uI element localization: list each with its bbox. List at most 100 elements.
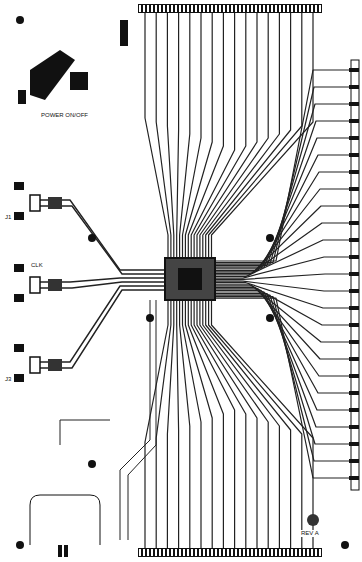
connector-pin: [227, 5, 229, 12]
copper-trace: [197, 12, 257, 258]
connector-pin: [195, 5, 197, 12]
sma-footprint: [30, 195, 40, 211]
connector-pin: [239, 549, 241, 556]
mounting-hole: [88, 234, 96, 242]
sma-pad: [14, 344, 24, 352]
connector-pin: [247, 549, 249, 556]
sma-pad: [14, 182, 24, 190]
connector-pin: [307, 5, 309, 12]
connector-pin: [151, 549, 153, 556]
connector-pin: [159, 5, 161, 12]
connector-pin: [203, 5, 205, 12]
connector-pin: [295, 5, 297, 12]
connector-pin: [179, 549, 181, 556]
connector-pin: [349, 255, 359, 259]
connector-pin: [231, 549, 233, 556]
connector-pin: [139, 5, 141, 12]
connector-pin: [283, 549, 285, 556]
connector-pin: [203, 549, 205, 556]
connector-pin: [263, 5, 265, 12]
connector-pin: [303, 5, 305, 12]
connector-pin: [349, 204, 359, 208]
connector-pin: [287, 5, 289, 12]
copper-trace: [215, 295, 350, 444]
connector-pin: [315, 549, 317, 556]
connector-pin: [227, 549, 229, 556]
mounting-hole: [16, 541, 24, 549]
copper-trace: [177, 12, 179, 258]
connector-pin: [143, 5, 145, 12]
connector-pin: [183, 5, 185, 12]
regulator-ic: [70, 72, 88, 90]
connector-pin: [167, 5, 169, 12]
copper-trace: [188, 300, 223, 550]
copper-trace: [128, 300, 156, 540]
smd-part: [48, 359, 62, 371]
connector-pin: [311, 549, 313, 556]
connector-pin: [349, 374, 359, 378]
switch-pad: [18, 90, 26, 104]
copper-trace: [215, 274, 350, 280]
silkscreen-label: J1: [4, 214, 12, 221]
connector-pin: [349, 68, 359, 72]
connector-pin: [171, 549, 173, 556]
copper-trace: [206, 12, 291, 258]
connector-pin: [187, 5, 189, 12]
copper-trace: [203, 12, 280, 258]
connector-pin: [303, 549, 305, 556]
copper-trace: [167, 300, 173, 550]
copper-trace: [215, 290, 350, 393]
connector-pin: [291, 549, 293, 556]
connector-pin: [279, 549, 281, 556]
copper-trace: [215, 138, 350, 267]
connector-pin: [349, 357, 359, 361]
mounting-hole: [146, 314, 154, 322]
ic-package: [165, 258, 215, 300]
connector-pin: [223, 5, 225, 12]
sma-pad: [14, 212, 24, 220]
mounting-hole: [16, 16, 24, 24]
connector-pin: [271, 549, 273, 556]
connector-pin: [349, 136, 359, 140]
connector-pin: [163, 549, 165, 556]
copper-trace: [215, 297, 350, 461]
connector-pin: [151, 5, 153, 12]
connector-pin: [183, 549, 185, 556]
connector-pin: [307, 549, 309, 556]
mounting-hole: [266, 234, 274, 242]
connector-pin: [235, 5, 237, 12]
connector-pin: [349, 119, 359, 123]
copper-trace: [60, 420, 110, 445]
connector-pin: [255, 5, 257, 12]
copper-trace: [215, 172, 350, 270]
copper-trace: [200, 12, 268, 258]
sma-pad: [14, 294, 24, 302]
connector-pin: [287, 549, 289, 556]
connector-pin: [263, 549, 265, 556]
connector-pin: [279, 5, 281, 12]
connector-pin: [235, 549, 237, 556]
connector-pin: [349, 170, 359, 174]
copper-trace: [120, 300, 150, 540]
connector-pin: [291, 5, 293, 12]
copper-trace: [40, 206, 165, 274]
copper-trace: [156, 300, 171, 550]
connector-pin: [349, 102, 359, 106]
connector-pin: [147, 549, 149, 556]
connector-pin: [215, 5, 217, 12]
connector-pin: [349, 476, 359, 480]
silkscreen-label: J3: [4, 376, 12, 383]
logo-mark: [307, 514, 319, 526]
connector-pin: [349, 425, 359, 429]
connector-pin: [349, 153, 359, 157]
copper-trace: [215, 257, 350, 278]
connector-pin: [143, 549, 145, 556]
connector-pin: [251, 5, 253, 12]
connector-pin: [349, 459, 359, 463]
capacitor-pad: [120, 20, 128, 46]
connector-pin: [267, 549, 269, 556]
connector-pin: [299, 549, 301, 556]
copper-trace: [40, 290, 165, 368]
copper-trace: [215, 292, 350, 410]
